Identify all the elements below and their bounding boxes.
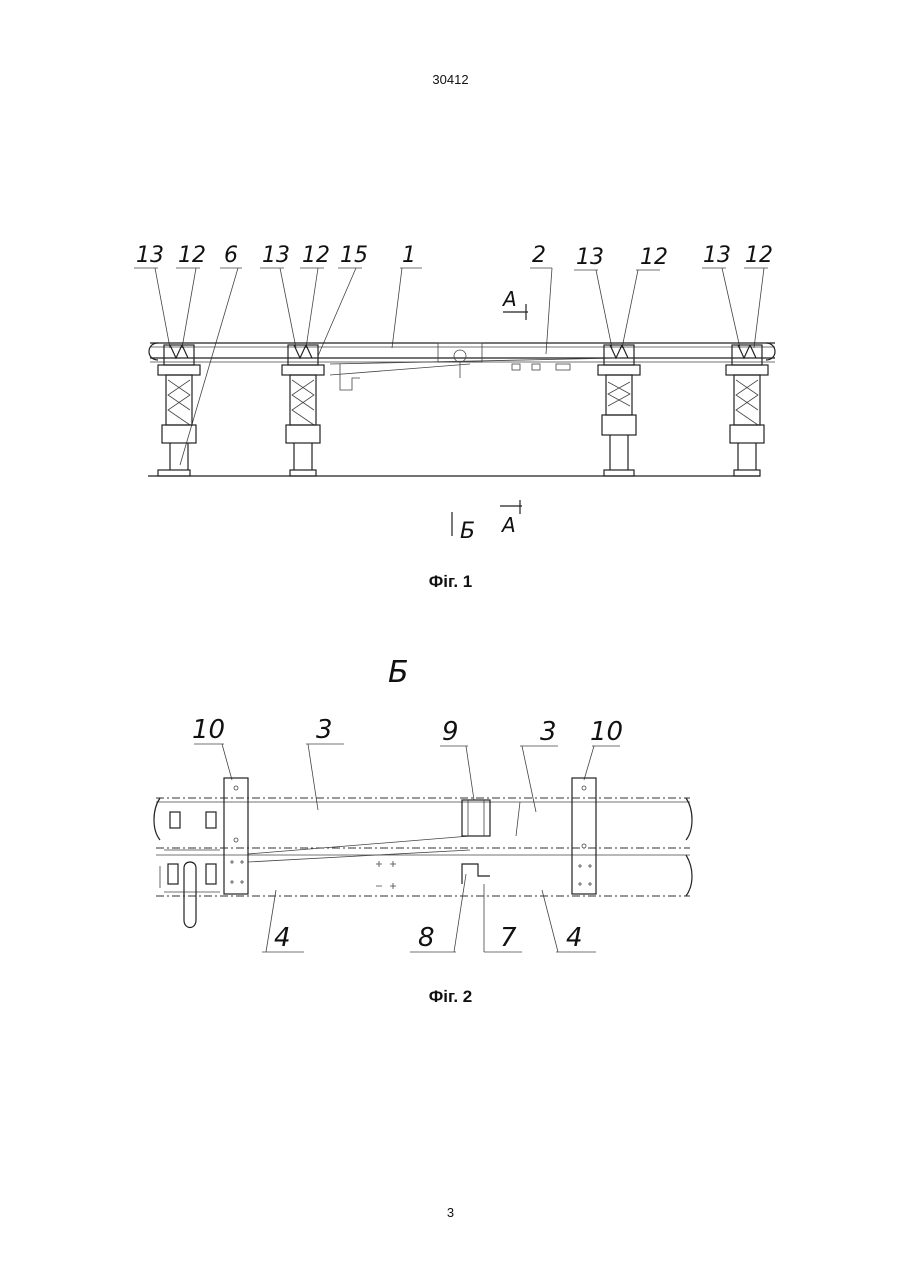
fig1-label-12d: 12 xyxy=(745,243,773,268)
figure-1-labels: 13 12 6 13 12 15 1 2 13 12 13 12 xyxy=(136,243,773,270)
fig1-support-1 xyxy=(158,345,200,476)
fig2-joint-9 xyxy=(462,800,520,836)
fig1-label-12b: 12 xyxy=(302,243,330,268)
fig2-view-label: Б xyxy=(388,655,409,690)
page-header-number: 30412 xyxy=(0,72,901,87)
fig2-label-4a: 4 xyxy=(274,923,291,953)
fig2-beams xyxy=(154,798,692,896)
fig2-label-10b: 10 xyxy=(590,717,623,747)
figure-1-drawing: 13 12 6 13 12 15 1 2 13 12 13 12 А xyxy=(0,230,901,550)
fig1-label-13b: 13 xyxy=(262,243,290,268)
fig1-label-12a: 12 xyxy=(178,243,206,268)
fig2-label-7: 7 xyxy=(500,923,517,953)
fig1-label-12c: 12 xyxy=(640,245,668,270)
fig1-section-a-bottom: А xyxy=(500,513,516,537)
fig1-label-13d: 13 xyxy=(703,243,731,268)
fig1-label-15: 15 xyxy=(340,243,368,268)
fig1-support-2 xyxy=(282,345,324,476)
fig2-label-10a: 10 xyxy=(192,715,225,745)
fig1-label-6: 6 xyxy=(224,243,238,268)
fig1-section-b: Б xyxy=(460,519,475,544)
fig1-beam xyxy=(149,343,775,390)
fig2-left-details xyxy=(160,812,220,928)
fig1-section-a-top: А xyxy=(501,287,517,311)
figure-2-labels: 10 3 9 3 10 4 8 7 4 xyxy=(192,715,623,953)
fig2-label-9: 9 xyxy=(442,717,459,747)
fig2-plates xyxy=(224,778,596,894)
fig1-label-2: 2 xyxy=(532,243,546,268)
fig2-bracket xyxy=(462,864,490,884)
fig2-label-3a: 3 xyxy=(316,715,333,745)
fig1-support-4 xyxy=(726,345,768,476)
fig2-label-8: 8 xyxy=(418,923,435,953)
fig2-label-4b: 4 xyxy=(566,923,583,953)
figure-1-caption: Фіг. 1 xyxy=(0,572,901,592)
fig1-label-13c: 13 xyxy=(576,245,604,270)
fig2-label-3b: 3 xyxy=(540,717,557,747)
page-footer-number: 3 xyxy=(0,1205,901,1220)
figure-2-caption: Фіг. 2 xyxy=(0,987,901,1007)
fig1-label-13a: 13 xyxy=(136,243,164,268)
figure-2-drawing: Б 10 3 9 3 10 4 8 7 4 xyxy=(0,640,901,970)
fig1-label-1: 1 xyxy=(402,243,416,268)
fig1-support-3 xyxy=(598,345,640,476)
